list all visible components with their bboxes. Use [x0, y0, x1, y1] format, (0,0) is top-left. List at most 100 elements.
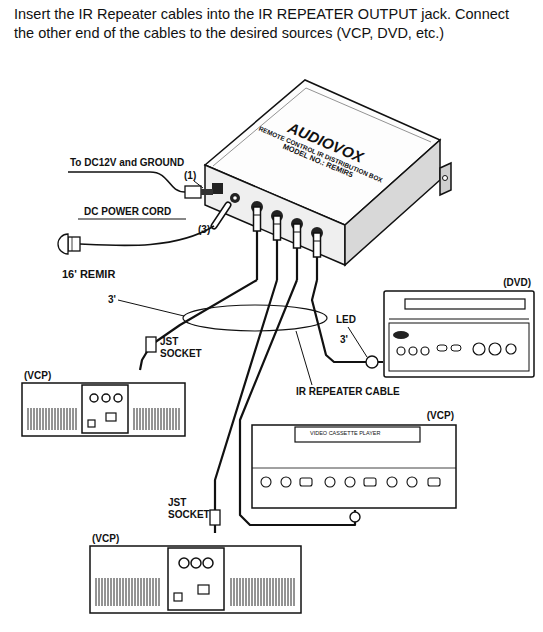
remir-cable: [58, 205, 228, 254]
distribution-box: AUDIOVOXREMOTE CONTROL IR DISTRIBUTION B…: [195, 70, 453, 280]
distribution-box-outline-part: [440, 163, 451, 195]
distribution-box-outline-part: [296, 248, 298, 280]
jst-socket: [210, 510, 220, 525]
cable-bundle-oval: [183, 305, 327, 331]
dvd-player-outline-part: [489, 343, 501, 355]
vcp-rear-panel-outline-part: [191, 558, 201, 568]
vcp-rear-panel-outline-part: [106, 413, 116, 421]
jst-socket: [146, 337, 156, 352]
callout-number: (1): [184, 170, 196, 182]
vcp-front-panel-outline-part: [281, 477, 291, 487]
dvd-player-outline-part: [409, 347, 417, 355]
dvd-player-outline-part: [473, 343, 485, 355]
vcp-rear-panel-outline-part: [168, 548, 224, 610]
leader-line: [118, 300, 184, 316]
leader-line: [194, 181, 203, 188]
label-underline: [78, 218, 186, 219]
distribution-box-outline-part: [256, 231, 258, 280]
distribution-box-outline-part: [205, 165, 345, 265]
distribution-box-outline-part: [314, 241, 321, 242]
distribution-box-outline-part: [314, 233, 321, 257]
vcp-front-panel-outline-part: [300, 478, 312, 486]
vcp-front-panel: (VCP) VIDEO CASSETTE PLAYER: [250, 410, 458, 510]
distribution-box-outline-part: [276, 240, 278, 280]
cable-length: 3': [340, 334, 348, 346]
vcp-rear-panel-outline: [88, 533, 303, 615]
led-emitter: [366, 356, 378, 368]
distribution-box-outline-part: [254, 207, 261, 231]
vcp-rear-panel-outline-part: [82, 385, 128, 433]
dvd-player-outline-part: [405, 299, 525, 309]
distribution-box-outline-part: [443, 176, 448, 181]
distribution-box-outline-part: [230, 193, 240, 203]
device-heading: (DVD): [503, 277, 531, 288]
leader-line: [296, 331, 312, 385]
part-name: LED: [336, 314, 356, 326]
vcp-rear-panel-outline-part: [88, 420, 95, 427]
ir-repeater-cable: [140, 280, 257, 370]
dvd-player-outline-part: [437, 345, 447, 351]
dvd-player-outline-part: [389, 319, 529, 320]
device-heading: (VCP): [24, 370, 51, 381]
vcp-rear-panel-outline-part: [174, 593, 182, 601]
cable-name: 16' REMIR: [62, 268, 115, 281]
remir-eye-lens: [58, 234, 68, 254]
vcp-front-panel-outline-part: [345, 477, 355, 487]
device-heading: (VCP): [92, 533, 119, 544]
vcp-rear-panel: (VCP): [88, 533, 303, 615]
distribution-box-outline-part: [294, 224, 301, 248]
dvd-player-outline-part: [389, 323, 529, 371]
leader-line: [348, 327, 367, 357]
dvd-player-outline: [383, 277, 535, 379]
part-name: JST SOCKET: [168, 497, 216, 520]
vcp-front-panel-outline-part: [387, 477, 397, 487]
remir-eye-ring: [72, 237, 73, 251]
vcp-front-panel-outline-part: [295, 427, 420, 442]
distribution-box-outline-part: [254, 215, 261, 216]
distribution-box-outline-part: [274, 224, 281, 225]
vcp-rear-panel-outline-part: [203, 558, 213, 568]
dvd-player-outline-part: [393, 331, 409, 339]
led-emitter: [350, 512, 360, 522]
vcp-rear-panel-outline-part: [179, 558, 189, 568]
device-heading: (VCP): [427, 410, 454, 421]
vcp-front-panel-outline-part: [325, 477, 335, 487]
vcp-rear-panel-outline-part: [90, 394, 98, 402]
power-wire: [68, 172, 185, 192]
part-name: IR REPEATER CABLE: [296, 386, 400, 398]
vcp-rear-panel-outline-part: [231, 578, 294, 606]
vcp-rear-panel-outline-part: [198, 585, 209, 594]
vcp-front-panel-outline-part: [252, 468, 456, 469]
power-plug: [185, 186, 201, 198]
vcp-rear-panel-outline-part: [22, 383, 185, 436]
vcp-rear-panel-outline-part: [28, 408, 76, 430]
distribution-box-outline-part: [212, 183, 223, 194]
vcp-front-panel-outline-part: [407, 477, 417, 487]
dvd-player-outline-part: [397, 347, 405, 355]
vcp-rear-panel-outline-part: [102, 394, 110, 402]
callout-number: (3): [198, 224, 210, 236]
panel-print: VIDEO CASSETTE PLAYER: [310, 430, 381, 436]
distribution-box-outline: [195, 70, 453, 280]
vcp-front-panel-outline: [250, 410, 458, 510]
wire-note: To DC12V and GROUND: [70, 157, 184, 169]
vcp-rear-panel-outline-part: [96, 578, 159, 606]
distribution-box-outline-part: [316, 257, 318, 280]
ir-repeater-cable: [312, 280, 383, 362]
vcp-front-panel-outline-part: [261, 477, 271, 487]
remir-wire: [80, 226, 214, 246]
vcp-front-panel-outline-part: [252, 425, 456, 508]
part-name: DC POWER CORD: [84, 206, 171, 218]
part-name: JST SOCKET: [160, 336, 208, 359]
dvd-player: (DVD): [383, 277, 535, 379]
page-title: Insert the IR Repeater cables into the I…: [14, 5, 529, 43]
distribution-box-outline-part: [274, 216, 281, 240]
vcp-front-panel-outline-part: [428, 478, 440, 486]
vcp-rear-panel-outline-part: [90, 546, 301, 613]
distribution-box-outline-part: [294, 232, 301, 233]
vcp-rear-panel-outline-part: [114, 394, 122, 402]
distribution-box-outline-part: [233, 196, 237, 200]
dvd-player-outline-part: [384, 291, 534, 377]
remir-eye-body: [68, 237, 80, 251]
